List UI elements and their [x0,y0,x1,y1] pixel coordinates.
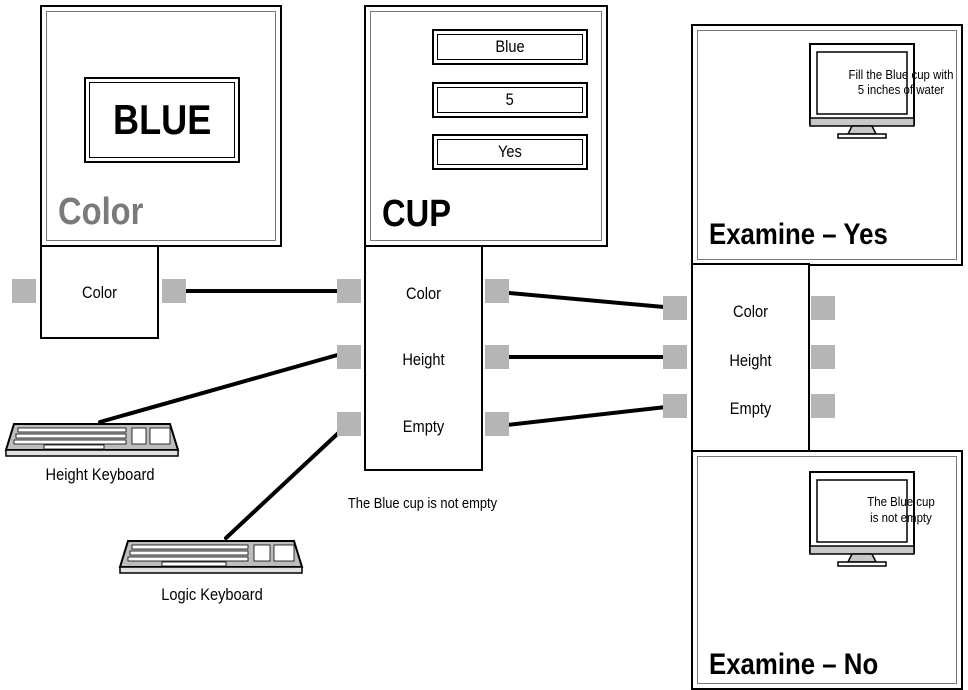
wire-cup-color-to-examine [496,290,677,310]
cup-color-field: Blue [432,29,588,65]
cup-block-title: CUP [382,193,452,235]
color-input-port[interactable] [12,279,36,303]
examine-no-title: Examine – No [709,648,879,681]
logic-keyboard-label: Logic Keyboard [161,585,263,604]
cup-height-field-inner: 5 [437,87,583,113]
examine-input-label-color: Color [733,302,768,321]
cup-height-field: 5 [432,82,588,118]
cup-color-in-port[interactable] [337,279,361,303]
cup-empty-out-port[interactable] [485,412,509,436]
examine-no-inner-border [697,456,957,684]
monitor-icon-no [809,471,915,567]
color-value-inner: BLUE [89,82,235,158]
color-output-panel: Color [40,245,159,339]
cup-empty-field: Yes [432,134,588,170]
examine-yes-title: Examine – Yes [709,218,888,251]
color-value-box: BLUE [84,77,240,163]
cup-color-out-port[interactable] [485,279,509,303]
monitor-icon-yes [809,43,915,139]
monitor-yes-line1: Fill the Blue cup with [848,67,954,82]
wire-cup-empty-to-examine [496,404,677,428]
examine-color-out-port[interactable] [811,296,835,320]
cup-input-label-color: Color [406,284,441,303]
cup-height-value: 5 [505,90,515,109]
cup-height-out-port[interactable] [485,345,509,369]
cup-height-in-port[interactable] [337,345,361,369]
cup-empty-field-inner: Yes [437,139,583,165]
wire-height-keyboard-to-cup [98,350,350,424]
cup-input-label-empty: Empty [402,417,445,436]
examine-input-label-height: Height [729,351,772,370]
cup-input-label-height: Height [402,350,445,369]
examine-empty-out-port[interactable] [811,394,835,418]
cup-color-field-inner: Blue [437,34,583,60]
examine-height-out-port[interactable] [811,345,835,369]
wire-logic-keyboard-to-cup [224,422,350,540]
cup-color-value: Blue [495,37,525,56]
examine-height-in-port[interactable] [663,345,687,369]
color-output-label: Color [82,283,117,302]
cup-status-text: The Blue cup is not empty [347,495,498,512]
examine-yes-inner-border [697,30,957,260]
examine-color-in-port[interactable] [663,296,687,320]
color-block-title: Color [58,191,144,233]
cup-input-panel: Color Height Empty [364,245,483,471]
height-keyboard-icon [4,423,180,457]
cup-frame: Blue 5 Yes CUP [364,5,608,247]
color-output-port[interactable] [162,279,186,303]
color-value-text: BLUE [112,96,212,143]
examine-empty-in-port[interactable] [663,394,687,418]
monitor-no-line2: is not empty [870,510,932,525]
examine-input-panel: Color Height Empty [691,263,810,453]
cup-empty-value: Yes [498,142,522,161]
cup-empty-in-port[interactable] [337,412,361,436]
logic-keyboard-icon [118,540,304,574]
color-display-frame: BLUE Color [40,5,282,247]
height-keyboard-label: Height Keyboard [45,465,155,484]
monitor-no-line1: The Blue cup [867,494,935,509]
color-display-inner-border [46,11,276,241]
cup-frame-inner-border [370,11,602,241]
examine-input-label-empty: Empty [729,399,772,418]
monitor-yes-line2: 5 inches of water [857,82,945,97]
